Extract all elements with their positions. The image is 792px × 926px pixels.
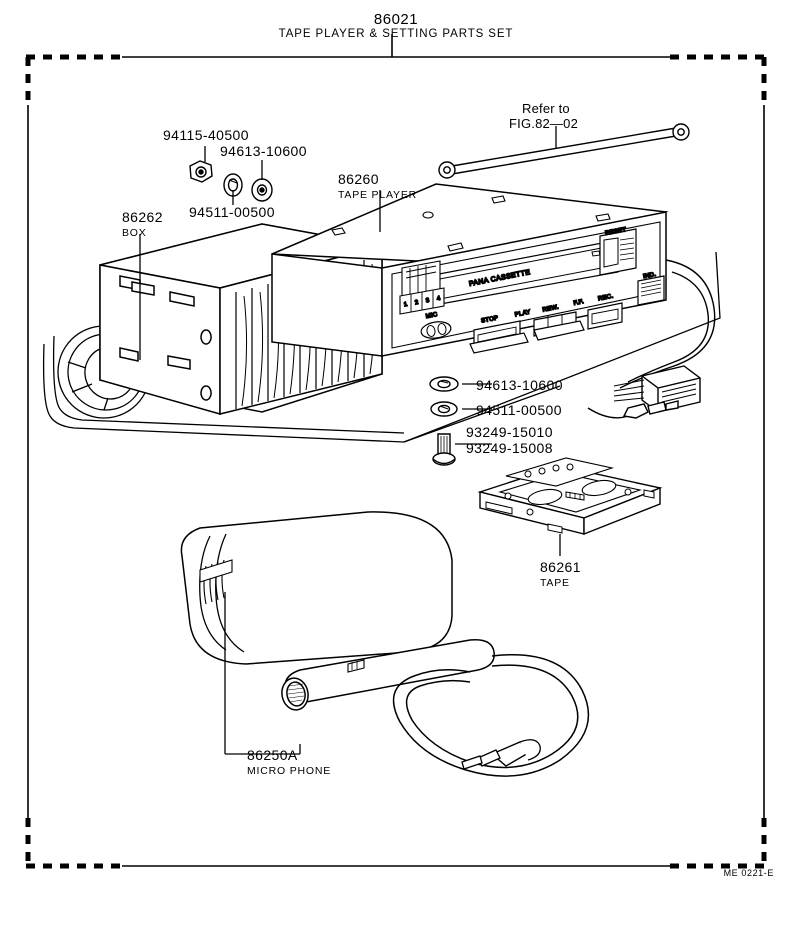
- callout-94511-00500-2: 94511-00500: [476, 402, 562, 418]
- player-reset-label: RESET: [605, 227, 627, 237]
- player-button-rew-label: REW.: [542, 304, 559, 313]
- callout-86261-name: TAPE: [540, 577, 570, 589]
- player-button-ff-label: F.F.: [573, 299, 585, 307]
- callout-86260-name: TAPE PLAYER: [338, 189, 417, 201]
- callout-86261-number: 86261: [540, 559, 581, 575]
- player-button-stop-label: STOP: [481, 315, 499, 324]
- reference-line-2: FIG.82—02: [509, 116, 578, 131]
- callout-86250a-name: MICRO PHONE: [247, 765, 331, 777]
- diagram-title-name: TAPE PLAYER & SETTING PARTS SET: [278, 27, 514, 40]
- callout-labels: 94115-40500 94613-10600 94511-00500 8626…: [122, 101, 581, 777]
- player-preset-1-label: 1: [403, 302, 408, 309]
- callout-94511-00500: 94511-00500: [189, 204, 275, 220]
- leader-lines: [139, 126, 561, 755]
- part-tape-player-86260: PANA CASSETTE RESET IND. MIC STOP PLAY R…: [271, 183, 669, 357]
- callout-94115-40500: 94115-40500: [163, 127, 249, 143]
- callout-86250a-number: 86250A: [247, 747, 298, 763]
- player-mic-label: MIC: [425, 312, 438, 320]
- callout-93249-15008: 93249-15008: [466, 440, 553, 456]
- wire-harness: [587, 259, 716, 419]
- callout-93249-15010: 93249-15010: [466, 424, 553, 440]
- player-preset-4-label: 4: [436, 296, 441, 303]
- diagram-title-number: 86021: [373, 11, 419, 28]
- callout-86260-number: 86260: [338, 171, 379, 187]
- drawing-code: ME 0221-E: [723, 868, 774, 878]
- callout-94613-10600: 94613-10600: [220, 143, 307, 159]
- player-ind-label: IND.: [643, 272, 657, 280]
- player-button-rec-label: REC.: [598, 294, 614, 303]
- part-tape-86261: [477, 457, 663, 536]
- fastener-group-top: [189, 160, 273, 202]
- player-button-play-label: PLAY: [514, 310, 531, 319]
- callout-94613-10600-2: 94613-10600: [476, 377, 563, 393]
- callout-86262-name: BOX: [122, 227, 147, 239]
- part-microphone-86250a: [281, 639, 590, 777]
- diagram-border: [25, 34, 767, 869]
- callout-86262-number: 86262: [122, 209, 163, 225]
- dash-panel: [42, 251, 721, 443]
- diagram-title: 86021 TAPE PLAYER & SETTING PARTS SET: [0, 12, 792, 40]
- player-preset-2-label: 2: [414, 300, 419, 307]
- player-preset-3-label: 3: [425, 298, 430, 305]
- fastener-group-right: [429, 376, 459, 466]
- ground-strap: [438, 123, 690, 179]
- microphone-case: [180, 511, 453, 665]
- reference-line-1: Refer to: [522, 101, 570, 116]
